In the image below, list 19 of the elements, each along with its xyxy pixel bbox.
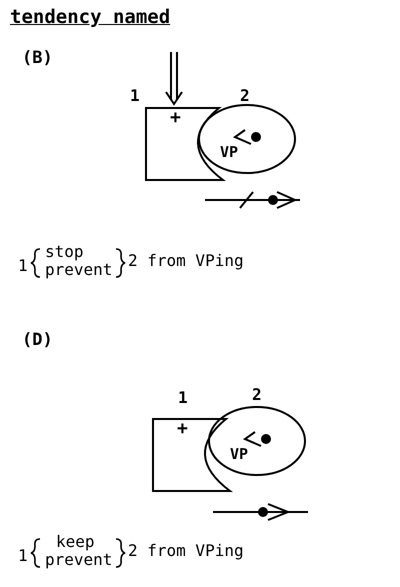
formula-text: 2 from VPing xyxy=(128,253,244,269)
plus-sign: + xyxy=(177,420,188,438)
formula-text: 2 from VPing xyxy=(128,543,244,559)
formula-text: stop xyxy=(45,244,84,260)
panel-label: (B) xyxy=(22,50,53,67)
entity-number: 1 xyxy=(178,390,188,406)
formula-text: 1 xyxy=(18,548,28,564)
formula-text: keep xyxy=(56,534,95,550)
formula-text: 1 xyxy=(18,258,28,274)
entity-number: 2 xyxy=(240,88,250,104)
formula-text: prevent xyxy=(45,262,112,278)
entity-number: 2 xyxy=(252,387,262,403)
plus-sign: + xyxy=(170,109,181,127)
panel-label: (D) xyxy=(22,332,53,349)
formula-text: prevent xyxy=(45,552,112,568)
heading: tendency named xyxy=(10,8,170,27)
entity-number: 1 xyxy=(130,88,140,104)
agonist-label: VP xyxy=(230,447,248,462)
agonist-label: VP xyxy=(220,145,238,160)
